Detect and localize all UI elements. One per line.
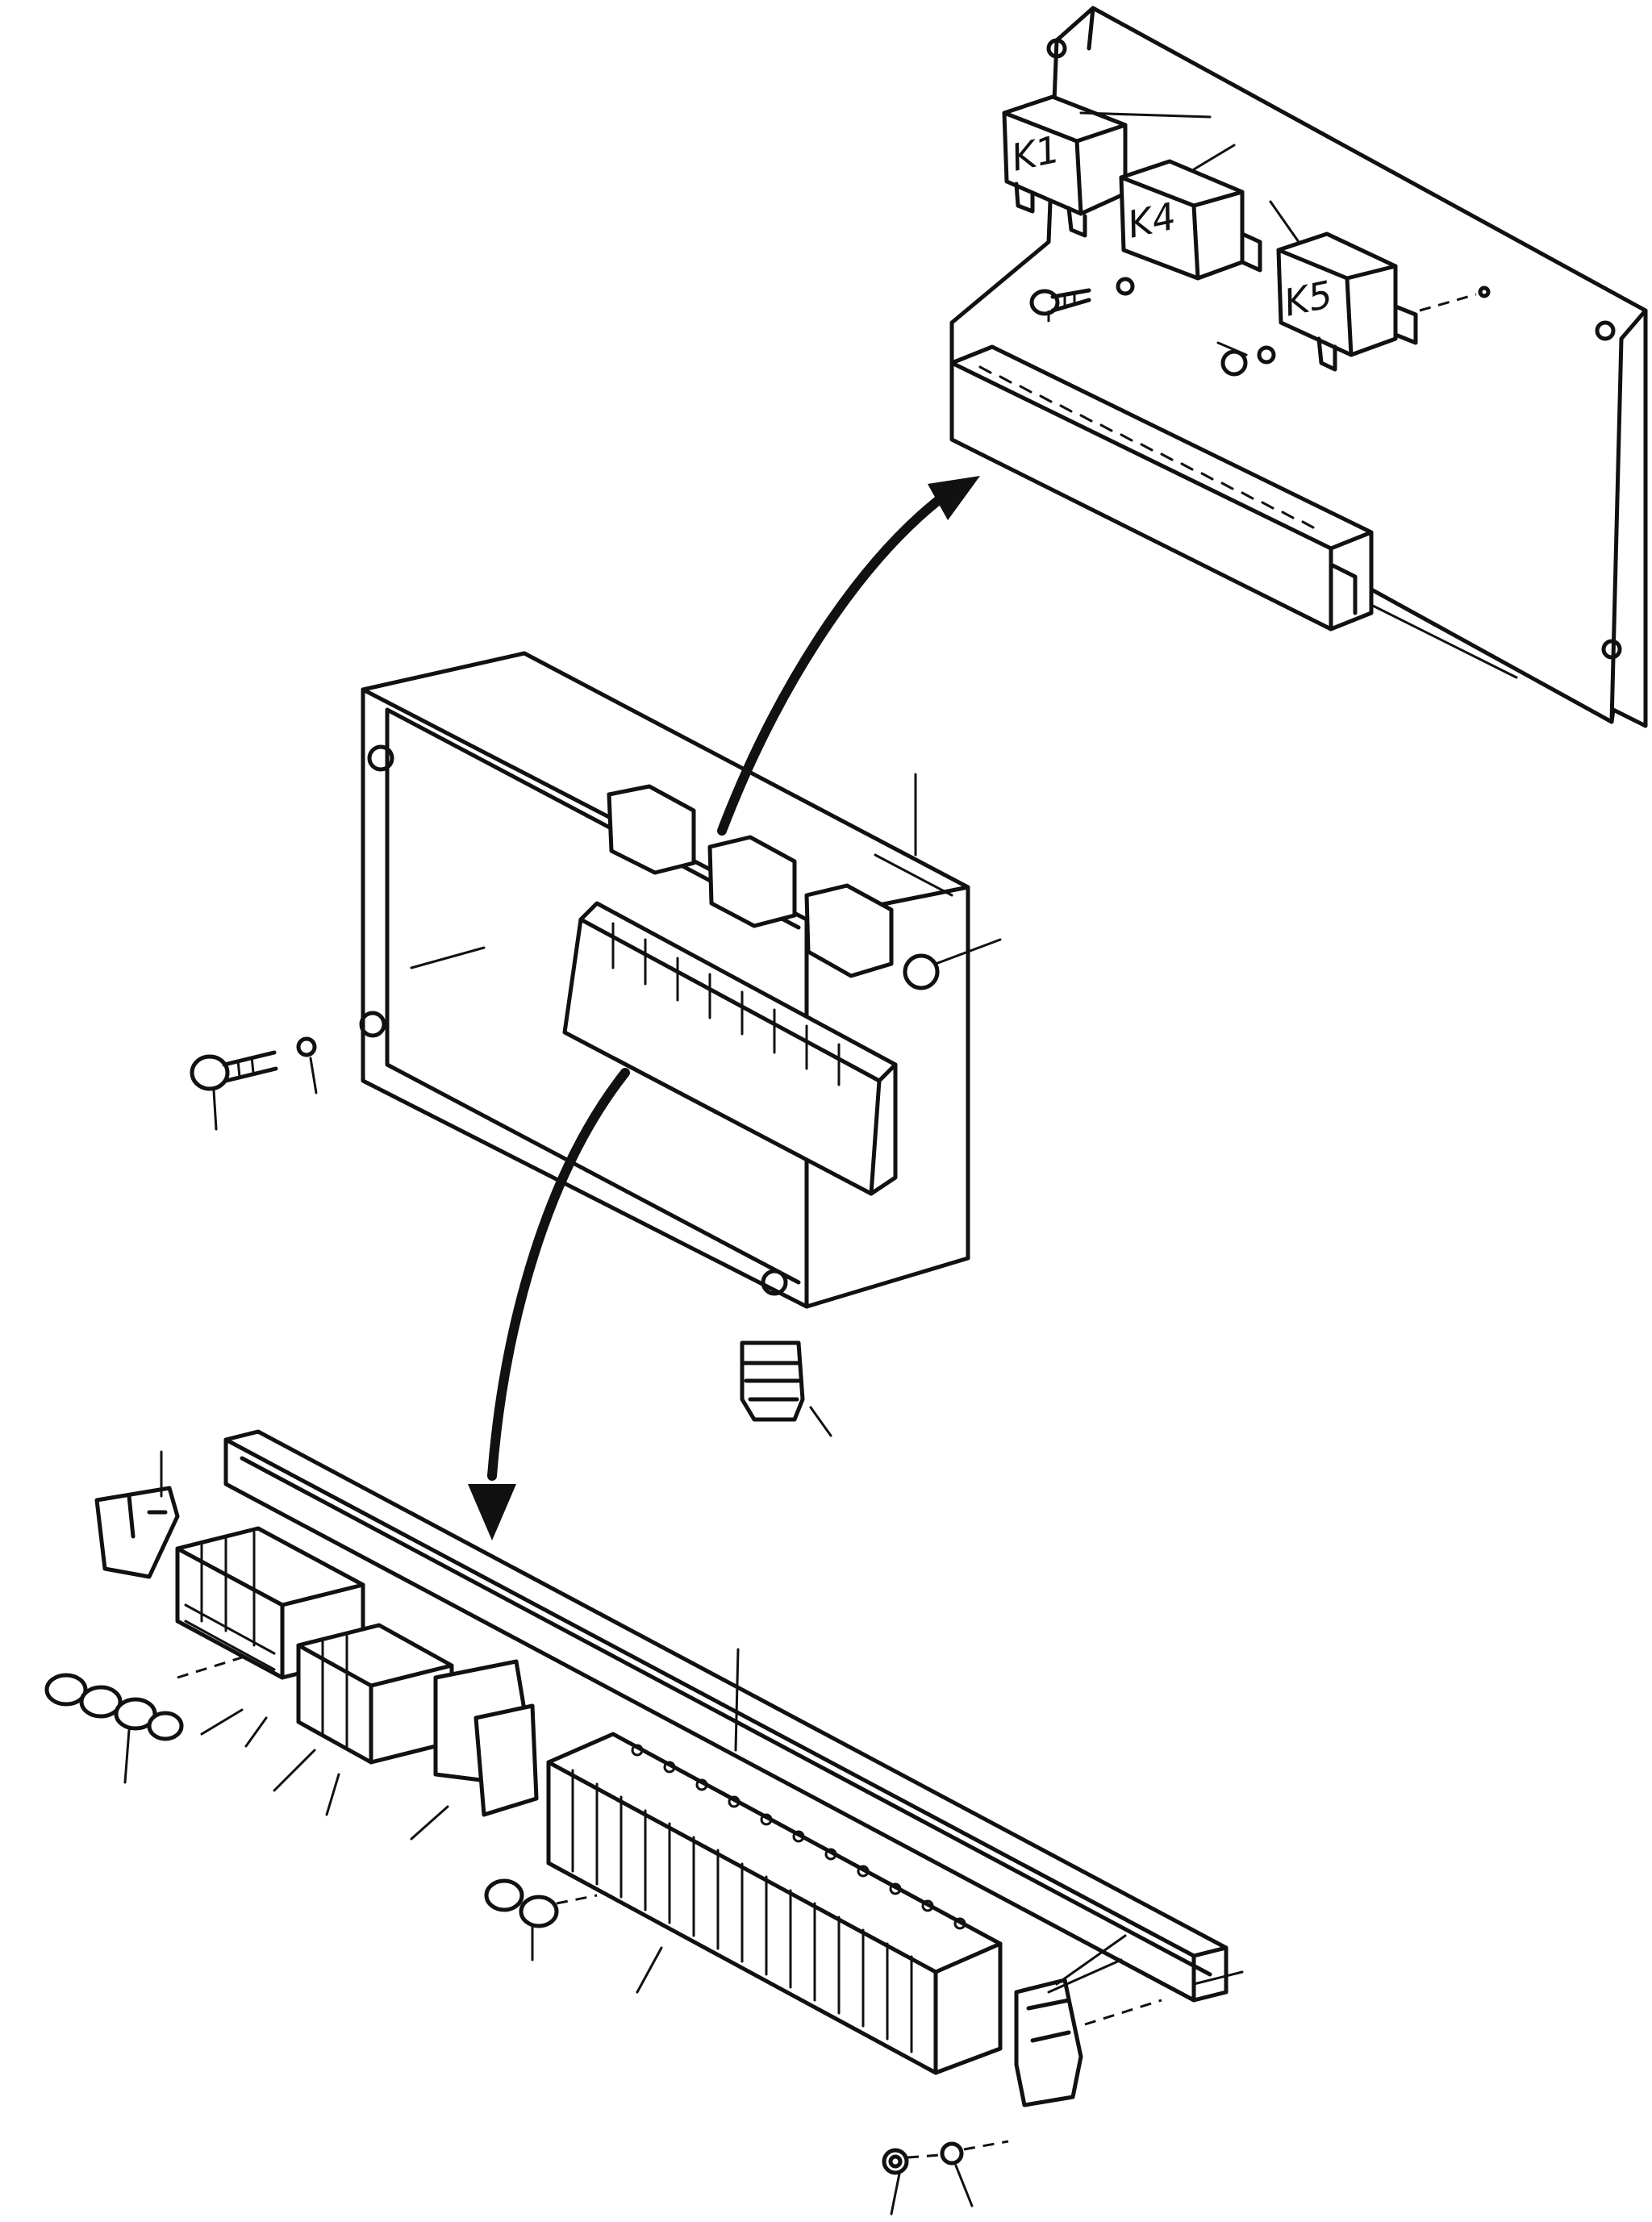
- top-din-rail: [949, 344, 1518, 679]
- relay-k5: K5: [1269, 200, 1418, 372]
- internal-relay-3: [804, 883, 894, 978]
- relay-k1-label: K1: [1007, 127, 1063, 180]
- arrow-up-to-plate: [717, 476, 980, 836]
- end-stop-right: [1014, 1934, 1162, 2107]
- bottom-din-rail: [223, 1429, 1244, 2003]
- leader-lines-left: [200, 1708, 449, 1841]
- terminal-screws-row: [611, 1732, 1002, 1945]
- main-terminal-block: [546, 1648, 1003, 2075]
- terminal-group-middle: [296, 1623, 454, 1765]
- enclosure-screw: [190, 1036, 318, 1131]
- plate-screw-right: [1216, 286, 1491, 377]
- bottom-cable-gland: [740, 1340, 832, 1437]
- relay-k4: K4: [1119, 144, 1262, 281]
- end-bracket-left: [94, 1450, 180, 1579]
- separator-plates: [433, 1659, 539, 1817]
- top-rail-slots: [978, 365, 1315, 529]
- junction-enclosure: [359, 651, 1002, 1309]
- internal-terminal-block: [562, 901, 898, 1196]
- side-cable-gland: [903, 953, 940, 990]
- internal-relay-1: [607, 784, 696, 875]
- relay-k5-label: K5: [1280, 273, 1336, 325]
- bridge-connector-left: [44, 1656, 243, 1784]
- internal-relay-2: [707, 835, 797, 928]
- arrow-down-to-rail: [468, 1068, 630, 1540]
- relay-k4-label: K4: [1124, 194, 1179, 247]
- plate-screw-left: [1029, 277, 1135, 327]
- terminal-dividers: [571, 1769, 913, 2053]
- bridge-connector-small: [484, 1878, 598, 1961]
- nut-and-washer: [882, 2140, 1009, 2216]
